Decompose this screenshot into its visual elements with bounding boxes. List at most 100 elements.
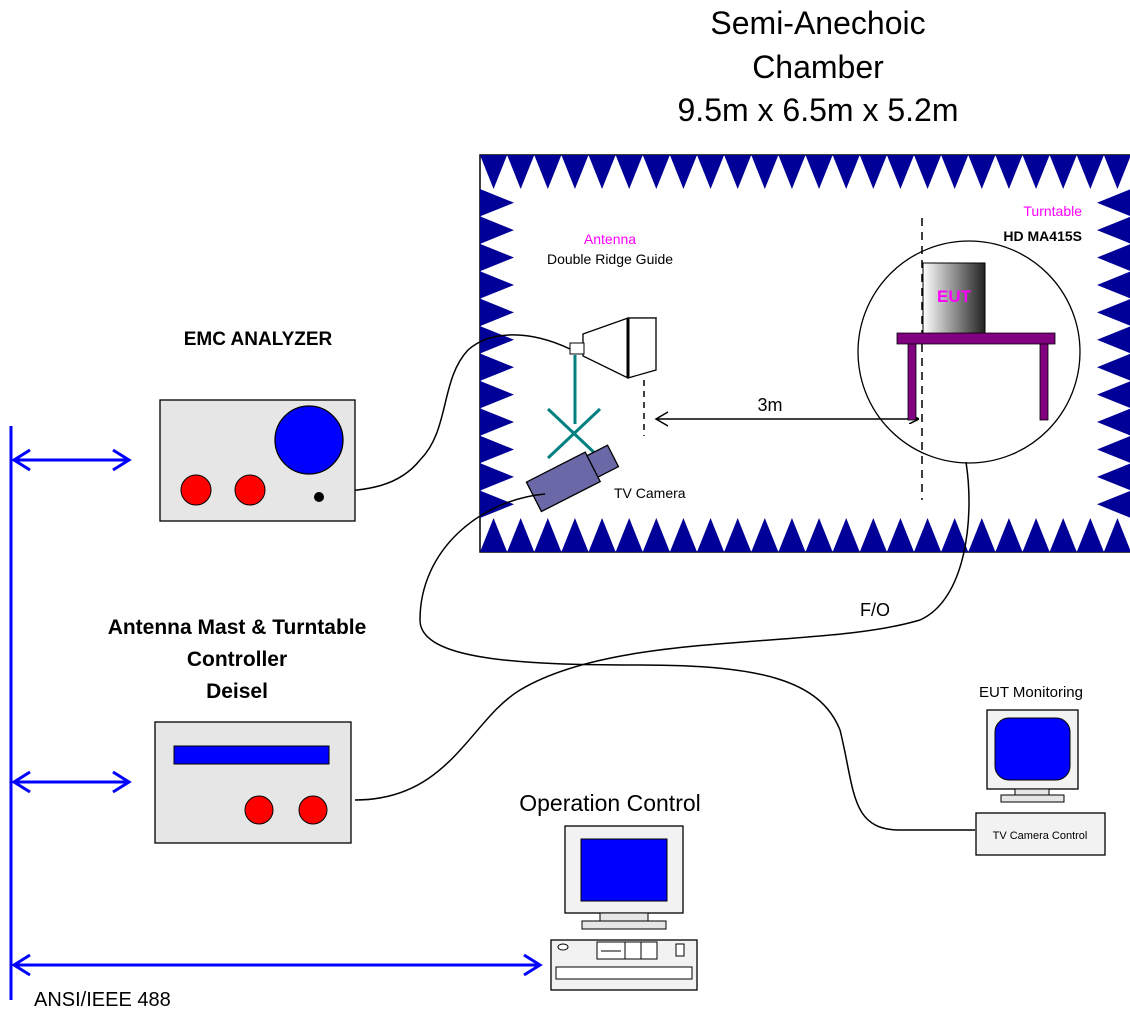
chamber-title-line2: Chamber <box>752 49 884 85</box>
bus-label: ANSI/IEEE 488 <box>34 989 171 1011</box>
bus-arrow-operation <box>11 953 543 977</box>
emc-analyzer-device <box>159 399 356 522</box>
absorber-cone <box>642 518 670 552</box>
absorber-cone <box>534 518 562 552</box>
absorber-cone <box>1097 244 1130 271</box>
absorber-cone <box>886 518 914 552</box>
antenna-type: Double Ridge Guide <box>547 251 673 267</box>
controller-label-line3: Deisel <box>206 680 268 703</box>
absorber-cone <box>995 155 1023 189</box>
fiber-optic-label: F/O <box>860 600 890 620</box>
chamber-title-line1: Semi-Anechoic <box>710 5 925 41</box>
bus-arrow-analyzer <box>11 448 132 472</box>
analyzer-knob <box>234 474 266 506</box>
analyzer-knob <box>180 474 212 506</box>
absorber-cone <box>832 518 860 552</box>
antenna-cable <box>318 334 571 493</box>
absorber-cone <box>724 518 752 552</box>
tv-camera-icon <box>525 444 620 513</box>
absorber-cone <box>1022 155 1050 189</box>
controller-label-line2: Controller <box>187 648 287 671</box>
absorber-cone <box>968 155 996 189</box>
absorber-cone <box>751 518 779 552</box>
absorber-cone <box>588 155 616 189</box>
turntable-label: Turntable <box>1023 203 1082 219</box>
eut-box <box>922 262 986 336</box>
absorber-cone <box>561 518 589 552</box>
test-table <box>896 332 1056 421</box>
absorber-cone <box>859 518 887 552</box>
absorber-cone <box>615 518 643 552</box>
absorber-cone <box>1022 518 1050 552</box>
absorber-cone <box>941 518 969 552</box>
absorber-cone <box>588 518 616 552</box>
absorber-cone <box>480 271 514 299</box>
absorber-cone <box>1097 436 1130 463</box>
bus-arrow-controller <box>11 770 132 794</box>
antenna-label: Antenna <box>584 231 636 247</box>
absorber-cone <box>480 408 514 436</box>
cables <box>318 334 975 831</box>
absorber-cone <box>480 463 514 491</box>
absorber-cone <box>1103 518 1130 552</box>
controller-knob <box>244 795 274 825</box>
eut-monitoring-label: EUT Monitoring <box>979 684 1083 701</box>
absorber-cone <box>778 518 806 552</box>
controller-knob <box>298 795 328 825</box>
tv-camera-control-label: TV Camera Control <box>993 830 1088 842</box>
operation-control-label: Operation Control <box>519 790 701 816</box>
absorber-cone <box>480 518 508 552</box>
absorber-cone <box>1097 216 1130 244</box>
absorber-cone <box>534 155 562 189</box>
absorber-cone <box>751 155 779 189</box>
chamber-dimensions: 9.5m x 6.5m x 5.2m <box>678 92 959 128</box>
absorber-cone <box>778 155 806 189</box>
absorber-cone <box>1049 155 1077 189</box>
absorber-cone <box>805 518 833 552</box>
tv-camera-control-box <box>975 812 1106 856</box>
turntable-circle <box>857 240 1081 464</box>
absorber-cone <box>1076 155 1104 189</box>
monitor-icon <box>986 709 1079 803</box>
absorber-cone <box>1097 299 1130 326</box>
absorber-cone <box>724 155 752 189</box>
absorber-cone <box>1097 353 1130 381</box>
absorber-cone <box>968 518 996 552</box>
absorber-cone <box>480 380 514 409</box>
absorber-cone <box>805 155 833 189</box>
controller-device <box>154 721 352 844</box>
analyzer-input-port <box>314 492 324 502</box>
absorber-cone <box>507 155 535 189</box>
absorber-cone <box>507 518 535 552</box>
absorber-cone <box>480 326 514 354</box>
absorber-cone <box>1097 326 1130 354</box>
absorber-cone <box>832 155 860 189</box>
turntable-model: HD MA415S <box>1003 228 1082 244</box>
eut-label: EUT <box>937 287 972 306</box>
analyzer-display-icon <box>274 405 344 475</box>
absorber-cone <box>669 518 697 552</box>
absorber-cone <box>995 518 1023 552</box>
absorber-cone <box>1049 518 1077 552</box>
absorber-cone <box>886 155 914 189</box>
absorber-cone <box>480 353 514 381</box>
controller-label-line1: Antenna Mast & Turntable <box>108 616 367 639</box>
absorber-cone <box>669 155 697 189</box>
absorber-cone <box>859 155 887 189</box>
absorber-cone <box>480 189 514 217</box>
absorber-cone <box>1097 463 1130 491</box>
absorber-cone <box>914 518 942 552</box>
absorber-cone <box>1097 490 1130 518</box>
absorber-cone <box>941 155 969 189</box>
absorber-cone <box>480 216 514 244</box>
absorber-cone <box>914 155 942 189</box>
distance-label: 3m <box>757 395 782 415</box>
absorber-cone <box>697 155 725 189</box>
controller-display-icon <box>173 745 330 765</box>
absorber-cone <box>1097 408 1130 436</box>
absorber-cone <box>480 243 514 272</box>
absorber-cone <box>642 155 670 189</box>
absorber-cone <box>561 155 589 189</box>
absorber-cone <box>1097 271 1130 299</box>
